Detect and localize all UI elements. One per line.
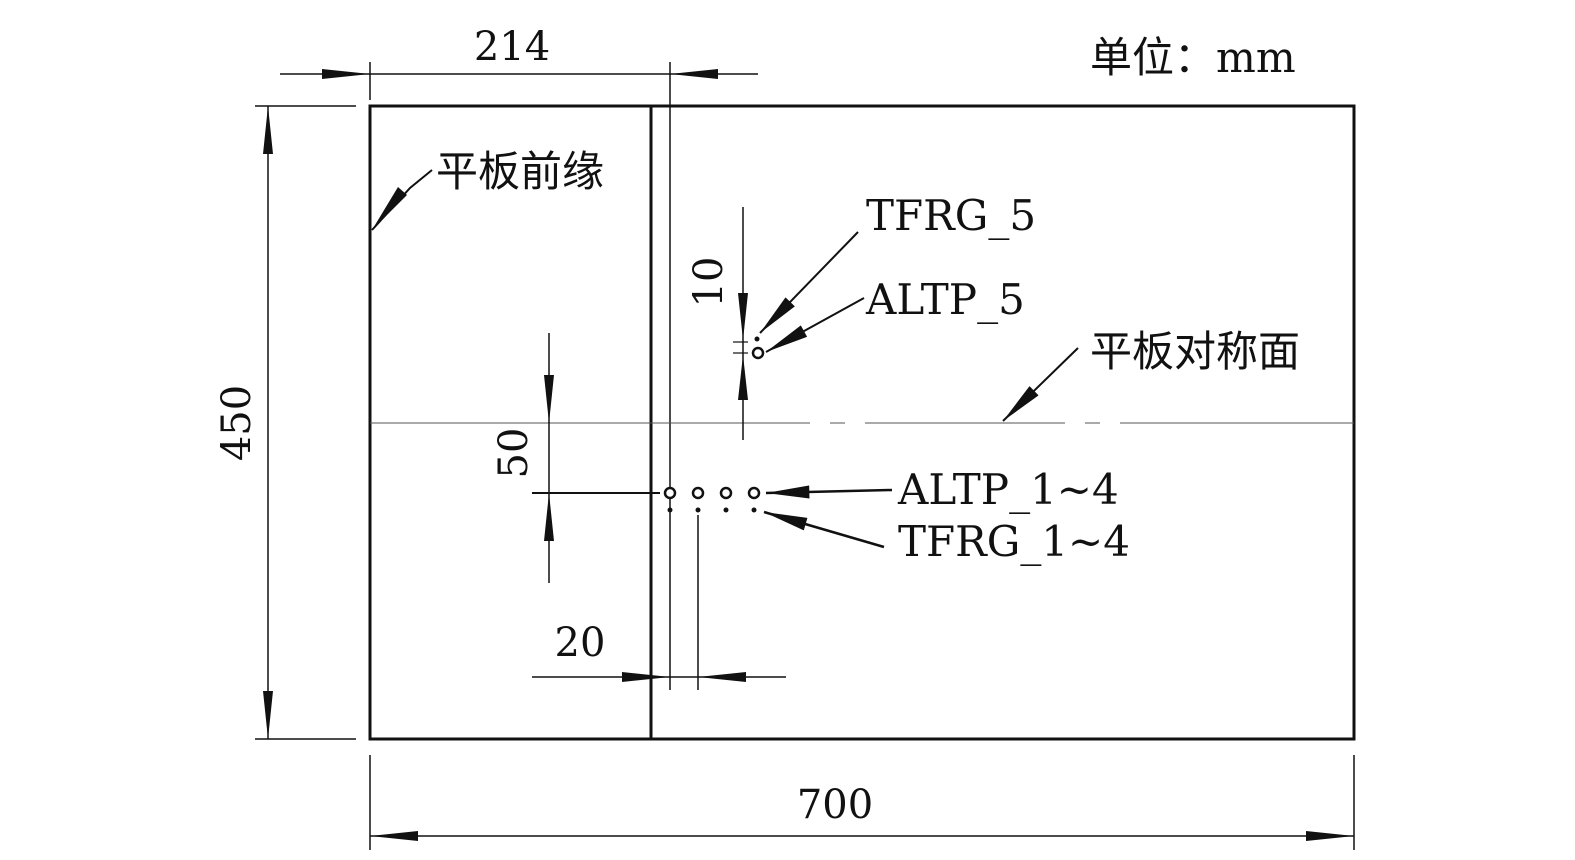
- tfrg5-sensor: [754, 336, 760, 342]
- dim-450-label: 450: [214, 385, 260, 461]
- altp1-4-sensors: [663, 486, 761, 500]
- unit-label: 单位：mm: [1090, 33, 1296, 82]
- tfrg1-4-sensors: [667, 507, 757, 513]
- dim-50-label: 50: [491, 428, 537, 479]
- dim-20-label: 20: [555, 620, 606, 666]
- tfrg1-4-label: TFRG_1~4: [898, 517, 1130, 566]
- symmetry-plane-label: 平板对称面: [1090, 327, 1300, 376]
- leading-edge-label: 平板前缘: [436, 147, 604, 196]
- altp5-sensor: [751, 346, 765, 360]
- dim-214-label: 214: [474, 24, 550, 70]
- tfrg5-label: TFRG_5: [866, 191, 1036, 240]
- dim-10-label: 10: [686, 257, 732, 308]
- altp5-label: ALTP_5: [865, 275, 1025, 324]
- dim-700-label: 700: [797, 782, 873, 828]
- altp1-4-label: ALTP_1~4: [897, 465, 1119, 514]
